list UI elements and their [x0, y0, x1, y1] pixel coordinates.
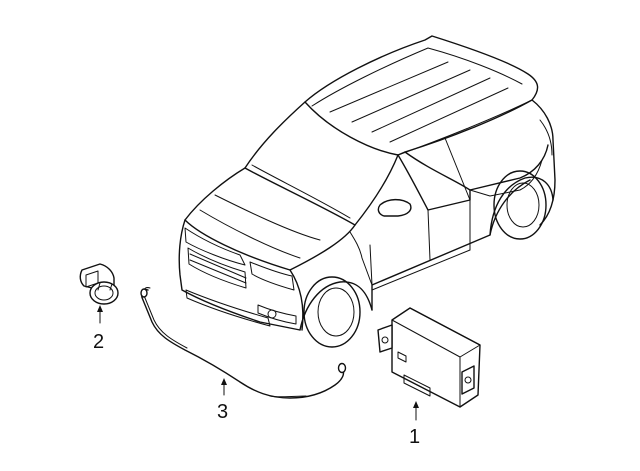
callout-arrowhead-2	[97, 305, 103, 312]
park-assist-module	[377, 307, 481, 408]
callout-arrowhead-3	[221, 378, 227, 385]
callout-arrowhead-1	[413, 401, 419, 408]
callout-label-3: 3	[217, 401, 228, 423]
callout-label-1: 1	[409, 426, 420, 448]
wiring-harness	[140, 287, 347, 399]
vehicle-illustration	[178, 35, 556, 348]
park-assist-sensor	[79, 263, 119, 305]
callout-label-2: 2	[93, 331, 104, 353]
